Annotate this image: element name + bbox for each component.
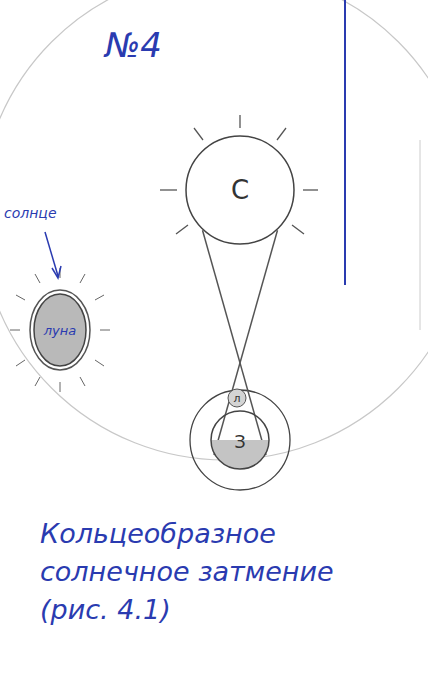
leader-arrow — [45, 232, 58, 276]
eclipse-oval: луна — [22, 282, 98, 378]
part-label: солнце — [4, 205, 57, 221]
earth-circle: З — [210, 410, 270, 470]
orbit-arc — [0, 0, 428, 460]
earth-outer-circle — [190, 390, 290, 490]
caption: Кольцеобразное солнечное затмение (рис. … — [40, 515, 360, 629]
node-text: З — [234, 431, 246, 452]
arrow-head — [52, 266, 61, 278]
tangent-line — [203, 230, 267, 455]
margin-line — [344, 0, 346, 285]
title: №4 — [105, 25, 162, 65]
sun-circle: С — [185, 135, 295, 245]
node-text: луна — [44, 323, 76, 338]
tangent-line — [214, 230, 278, 455]
corona-rays — [10, 268, 110, 392]
node-text: С — [231, 175, 249, 205]
moon-circle: л — [227, 388, 247, 408]
page-edge — [420, 140, 421, 330]
node-text: л — [233, 392, 240, 405]
